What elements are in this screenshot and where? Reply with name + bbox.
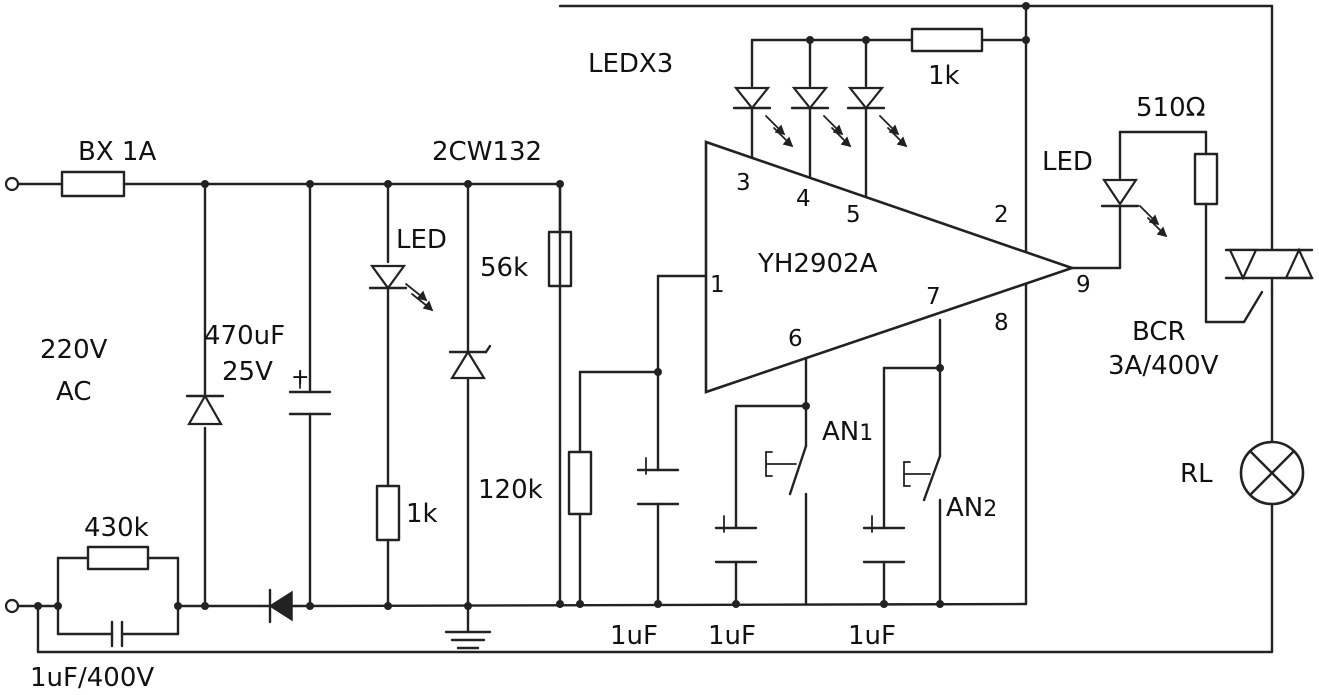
cap-an2	[862, 515, 906, 564]
switch1-main: AN	[822, 417, 859, 447]
power-led-label: LED	[396, 225, 447, 255]
ic-pin-1: 1	[710, 272, 725, 298]
filter-cap-value: 470uF	[204, 321, 285, 351]
fuse-symbol	[60, 170, 126, 198]
supply-voltage-label: 220V	[40, 335, 108, 365]
power-led	[368, 264, 434, 312]
ic-pin-9: 9	[1076, 272, 1091, 298]
cap-an2-label: 1uF	[848, 621, 896, 651]
output-led	[1100, 178, 1168, 238]
fuse-label: BX 1A	[78, 137, 156, 167]
ic-pin-7: 7	[926, 284, 941, 310]
lamp	[1239, 440, 1305, 506]
terminal-top	[4, 176, 20, 192]
filter-cap-plus: +	[291, 365, 309, 390]
switch2-main: AN	[946, 493, 983, 523]
ic-label: YH2902A	[757, 249, 878, 279]
terminal-bottom	[4, 598, 20, 614]
lamp-label: RL	[1180, 459, 1213, 489]
ic-pin-5: 5	[846, 202, 861, 228]
switch1-sub: 1	[859, 421, 873, 446]
filter-cap-voltage: 25V	[222, 357, 273, 387]
resistor-120k	[567, 450, 593, 516]
power-led-resistor	[375, 484, 401, 542]
rectifier-diode-bottom	[258, 588, 298, 624]
triac	[1224, 222, 1314, 294]
rectifier-diode-left	[185, 393, 225, 426]
cap-an1	[714, 515, 758, 564]
zener-label: 2CW132	[432, 137, 542, 167]
wiring	[16, 4, 1274, 654]
output-resistor-label: 510Ω	[1136, 93, 1206, 123]
switch2-sub: 2	[983, 497, 997, 522]
resistor-56k-label: 56k	[480, 253, 528, 283]
cap-pin1-label: 1uF	[610, 621, 658, 651]
ic-pin-8: 8	[994, 310, 1009, 336]
switch2-label: AN2	[946, 493, 997, 523]
triac-rating: 3A/400V	[1108, 351, 1219, 381]
cap-pin1	[636, 457, 680, 506]
supply-type-label: AC	[56, 377, 91, 407]
switch1-label: AN1	[822, 417, 873, 447]
switch-an1	[765, 444, 808, 496]
led-bank-resistor-label: 1k	[928, 61, 960, 91]
ic-pin-6: 6	[788, 326, 803, 352]
resistor-56k	[547, 230, 573, 288]
led-bank-label: LEDX3	[588, 49, 673, 79]
series-rc	[56, 545, 180, 648]
switch-an2	[903, 454, 942, 502]
ic-pin-2: 2	[994, 202, 1009, 228]
output-resistor	[1193, 152, 1219, 206]
ic-body	[704, 140, 1077, 394]
triac-label: BCR	[1132, 317, 1186, 347]
cap-an1-label: 1uF	[708, 621, 756, 651]
series-resistor-label: 430k	[84, 513, 149, 543]
output-led-label: LED	[1042, 147, 1093, 177]
series-capacitor-label: 1uF/400V	[30, 663, 154, 693]
led-bank	[732, 86, 908, 148]
resistor-120k-label: 120k	[478, 475, 543, 505]
zener-diode	[448, 344, 492, 380]
power-led-resistor-label: 1k	[406, 499, 438, 529]
led-bank-resistor	[910, 27, 984, 53]
ic-pin-3: 3	[736, 170, 751, 196]
filter-capacitor	[288, 371, 332, 416]
ic-pin-4: 4	[796, 186, 811, 212]
